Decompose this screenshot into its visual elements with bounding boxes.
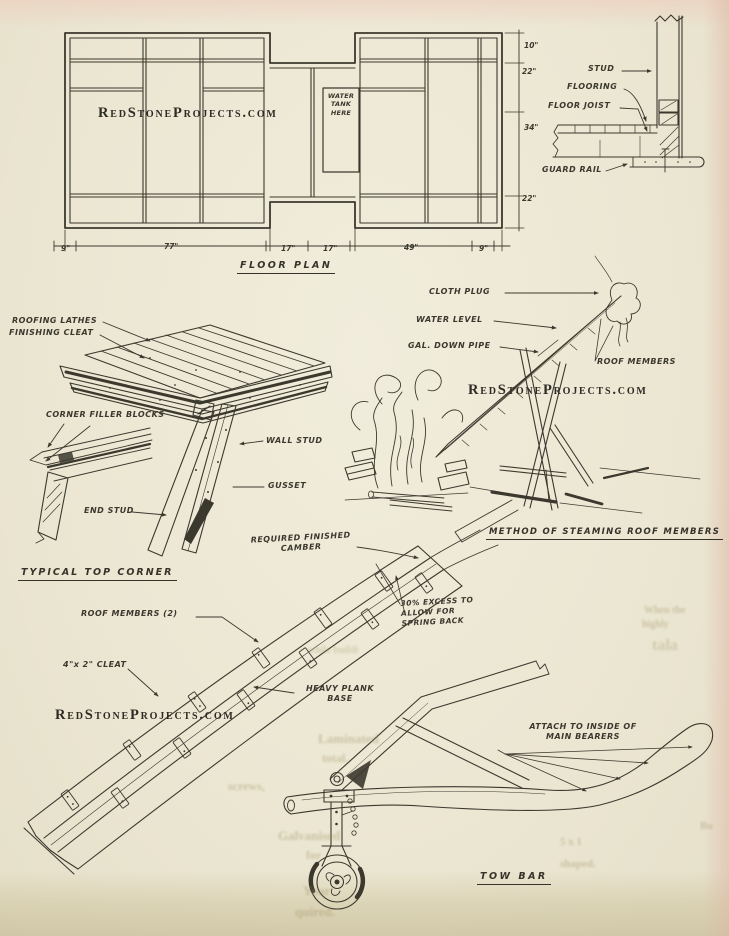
watermark-floor-plan: RedStoneProjects.com	[98, 105, 278, 121]
dim-77: 77"	[164, 242, 179, 251]
dim-17-a: 17"	[281, 244, 296, 253]
steaming-caption: METHOD OF STEAMING ROOF MEMBERS	[486, 527, 724, 541]
spring-back-label: 30% EXCESS TO ALLOW FOR SPRING BACK	[400, 595, 474, 628]
bleedthrough-text: 5 x 1	[560, 836, 582, 848]
roof-members-2-label: ROOF MEMBERS (2)	[81, 609, 178, 618]
end-stud-label: END STUD	[84, 506, 134, 515]
watermark-jig: RedStoneProjects.com	[55, 707, 235, 723]
bleedthrough-text: screws,	[228, 779, 265, 793]
flooring-label: FLOORING	[567, 82, 618, 91]
bleedthrough-text: for	[306, 848, 322, 862]
floor-plan-caption: FLOOR PLAN	[237, 260, 336, 275]
stud-label: STUD	[588, 64, 615, 73]
dim-9-left: 9"	[61, 244, 71, 253]
dim-49: 49"	[404, 243, 419, 252]
roof-members-label: ROOF MEMBERS	[597, 357, 676, 366]
gusset-label: GUSSET	[268, 481, 307, 490]
bleedthrough-text: tala	[652, 637, 678, 654]
dim-22-top: 22"	[522, 67, 537, 76]
tow-bar-caption: TOW BAR	[477, 871, 551, 886]
bleedthrough-text: highly	[642, 619, 669, 630]
bleedthrough-text: while buildi	[308, 645, 359, 656]
bleedthrough-text: quired.	[295, 904, 335, 919]
wall-section-drawing	[552, 14, 705, 173]
dim-9-right: 9"	[479, 244, 489, 253]
bleedthrough-text: Galvanised	[278, 828, 341, 843]
dim-22-bottom: 22"	[522, 194, 537, 203]
watermark-steaming: RedStoneProjects.com	[468, 382, 648, 398]
water-level-label: WATER LEVEL	[416, 315, 483, 324]
roofing-lathes-label: ROOFING LATHES	[12, 316, 98, 325]
floor-joist-label: FLOOR JOIST	[548, 101, 611, 110]
bleedthrough-text: shaped.	[560, 858, 596, 870]
steaming-drawing	[344, 255, 701, 514]
camber-jig-drawing	[23, 499, 519, 875]
gal-down-pipe-label: GAL. DOWN PIPE	[408, 341, 491, 350]
tow-bar-drawing	[283, 660, 714, 910]
cloth-plug-label: CLOTH PLUG	[429, 287, 491, 296]
bleedthrough-text: Your	[303, 883, 331, 898]
heavy-plank-base-label: HEAVY PLANK BASE	[305, 684, 375, 704]
bleedthrough-text: Laminated	[318, 731, 379, 746]
top-corner-caption: TYPICAL TOP CORNER	[18, 567, 177, 582]
attach-note-label: ATTACH TO INSIDE OF MAIN BEARERS	[529, 722, 637, 742]
corner-filler-blocks-label: CORNER FILLER BLOCKS	[46, 410, 165, 419]
guard-rail-label: GUARD RAIL	[542, 165, 602, 174]
bleedthrough-text: total.	[322, 751, 349, 765]
cleat-label: 4"x 2" CLEAT	[63, 660, 127, 669]
top-corner-drawing	[29, 321, 333, 557]
wall-stud-label: WALL STUD	[266, 436, 323, 445]
bleedthrough-text: When the	[644, 605, 686, 616]
dim-17-b: 17"	[323, 244, 338, 253]
dim-10: 10"	[524, 41, 539, 50]
water-tank-label: WATER TANK HERE	[327, 92, 355, 117]
floor-plan-drawing	[53, 29, 525, 252]
dim-34: 34"	[524, 123, 539, 132]
finishing-cleat-label: FINISHING CLEAT	[9, 328, 94, 337]
bleedthrough-text: Bo	[700, 820, 713, 832]
